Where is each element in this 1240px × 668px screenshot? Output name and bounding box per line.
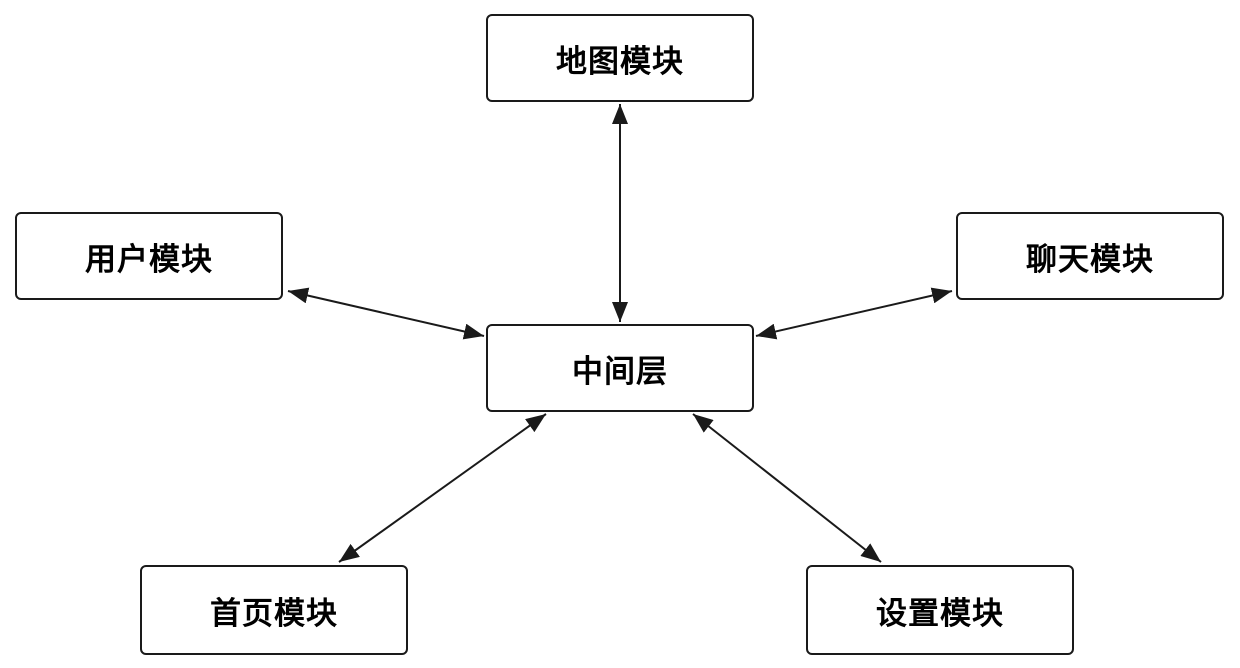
edge-settings-middle <box>692 413 882 563</box>
node-map-module: 地图模块 <box>486 14 754 102</box>
node-home-module-label: 首页模块 <box>210 595 338 631</box>
edge-home-middle <box>338 413 547 563</box>
node-home-module: 首页模块 <box>140 565 408 655</box>
node-middle-layer-label: 中间层 <box>572 353 668 389</box>
node-map-module-label: 地图模块 <box>556 43 684 79</box>
node-settings-module: 设置模块 <box>806 565 1074 655</box>
node-user-module: 用户模块 <box>15 212 283 300</box>
node-middle-layer: 中间层 <box>486 324 754 412</box>
node-user-module-label: 用户模块 <box>85 241 213 277</box>
edge-user-middle <box>287 287 485 340</box>
edge-chat-middle <box>755 287 953 340</box>
node-chat-module-label: 聊天模块 <box>1026 241 1154 277</box>
node-chat-module: 聊天模块 <box>956 212 1224 300</box>
node-settings-module-label: 设置模块 <box>876 595 1004 631</box>
